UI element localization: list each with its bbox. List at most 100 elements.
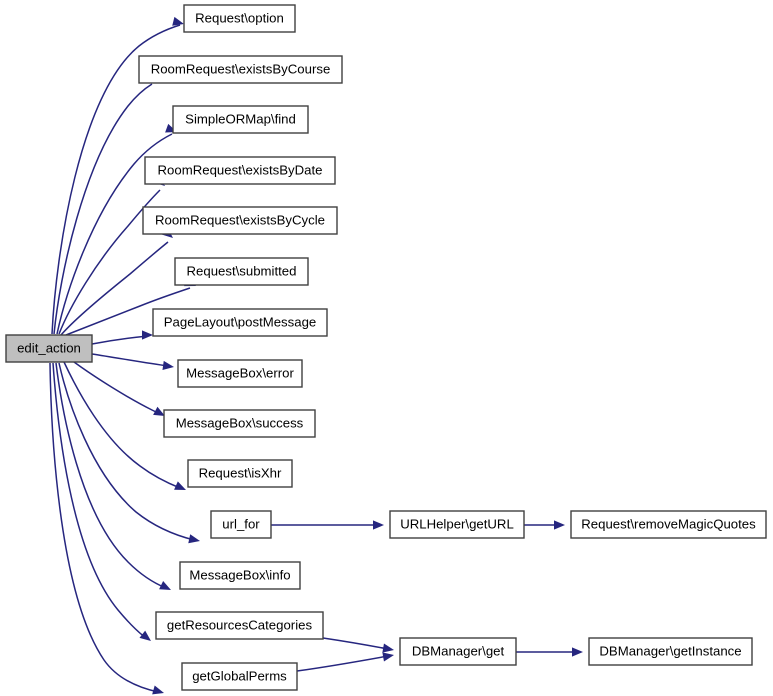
node-pagelayout_postMessage[interactable]: PageLayout\postMessage (152, 308, 328, 337)
node-urlhelper_getURL[interactable]: URLHelper\getURL (389, 510, 525, 539)
node-label: MessageBox\info (189, 567, 290, 582)
edge-url_for-to-urlhelper_getURL (271, 520, 384, 530)
node-label: Request\submitted (187, 263, 297, 278)
edge-line (55, 362, 167, 589)
edge-getGlobalPerms-to-dbmanager_get (296, 652, 394, 672)
node-box[interactable] (138, 55, 343, 84)
edge-edit_action-to-request_option (51, 16, 184, 335)
node-label: Request\option (195, 10, 284, 25)
node-messagebox_error[interactable]: MessageBox\error (177, 359, 303, 388)
arrowhead-icon (162, 360, 174, 371)
node-label: getResourcesCategories (167, 617, 313, 632)
node-request_submitted[interactable]: Request\submitted (174, 257, 309, 286)
edge-line (58, 189, 161, 335)
node-box[interactable] (399, 637, 517, 666)
edge-line (58, 362, 195, 541)
node-label: RoomRequest\existsByCourse (151, 61, 331, 76)
node-getResourcesCategories[interactable]: getResourcesCategories (155, 611, 324, 640)
edge-edit_action-to-messagebox_info (55, 362, 171, 590)
node-getGlobalPerms[interactable]: getGlobalPerms (181, 662, 298, 691)
node-box[interactable] (144, 156, 336, 185)
arrowhead-icon (159, 581, 171, 590)
node-messagebox_info[interactable]: MessageBox\info (179, 561, 301, 590)
node-request_removeMagicQuotes[interactable]: Request\removeMagicQuotes (570, 510, 767, 539)
arrowhead-icon (188, 534, 200, 544)
node-box[interactable] (187, 459, 293, 488)
node-box[interactable] (181, 662, 298, 691)
node-messagebox_success[interactable]: MessageBox\success (163, 409, 316, 438)
node-label: MessageBox\error (186, 365, 294, 380)
node-label: getGlobalPerms (192, 668, 287, 683)
node-box[interactable] (177, 359, 303, 388)
arrowhead-icon (172, 16, 184, 26)
node-box[interactable] (174, 257, 309, 286)
edge-edit_action-to-messagebox_error (91, 353, 174, 371)
arrowhead-icon (373, 520, 384, 530)
edge-line (52, 362, 147, 639)
node-box[interactable] (389, 510, 525, 539)
node-box[interactable] (5, 334, 93, 363)
edge-line (296, 655, 389, 672)
node-request_option[interactable]: Request\option (183, 4, 296, 33)
edge-edit_action-to-getGlobalPerms (49, 362, 164, 695)
edge-line (56, 133, 173, 335)
node-request_isXhr[interactable]: Request\isXhr (187, 459, 293, 488)
edge-line (91, 335, 149, 345)
node-dbmanager_getInstance[interactable]: DBManager\getInstance (588, 637, 753, 666)
node-rr_existsByCycle[interactable]: RoomRequest\existsByCycle (142, 206, 338, 235)
edge-urlhelper_getURL-to-request_removeMagicQuotes (524, 520, 565, 530)
edge-edit_action-to-url_for (58, 362, 200, 544)
node-label: RoomRequest\existsByDate (158, 162, 323, 177)
arrowhead-icon (554, 520, 565, 530)
node-label: SimpleORMap\find (185, 111, 296, 126)
node-label: PageLayout\postMessage (164, 314, 317, 329)
edge-line (60, 241, 169, 336)
node-url_for[interactable]: url_for (210, 510, 272, 539)
edge-getResourcesCategories-to-dbmanager_get (322, 637, 394, 653)
arrowhead-icon (153, 406, 165, 416)
node-box[interactable] (570, 510, 767, 539)
node-box[interactable] (142, 206, 338, 235)
node-box[interactable] (588, 637, 753, 666)
node-box[interactable] (163, 409, 316, 438)
edge-dbmanager_get-to-dbmanager_getInstance (516, 647, 583, 657)
node-label: url_for (222, 516, 260, 531)
node-edit_action[interactable]: edit_action (5, 334, 93, 363)
arrowhead-icon (382, 643, 394, 653)
node-box[interactable] (155, 611, 324, 640)
node-rr_existsByCourse[interactable]: RoomRequest\existsByCourse (138, 55, 343, 84)
node-dbmanager_get[interactable]: DBManager\get (399, 637, 517, 666)
edge-line (49, 362, 159, 693)
edge-line (63, 361, 181, 489)
arrowhead-icon (572, 647, 583, 657)
arrowhead-icon (142, 330, 153, 340)
node-box[interactable] (179, 561, 301, 590)
node-simpleormap_find[interactable]: SimpleORMap\find (172, 105, 309, 134)
node-label: MessageBox\success (176, 415, 304, 430)
node-box[interactable] (183, 4, 296, 33)
arrowhead-icon (139, 630, 151, 641)
edge-edit_action-to-pagelayout_postMessage (91, 330, 153, 345)
edge-line (53, 83, 153, 335)
arrowhead-icon (174, 481, 186, 490)
edge-line (322, 637, 389, 650)
node-label: RoomRequest\existsByCycle (155, 212, 325, 227)
edge-edit_action-to-messagebox_success (73, 361, 165, 416)
edge-line (91, 353, 169, 367)
arrowhead-icon (152, 685, 164, 695)
node-rr_existsByDate[interactable]: RoomRequest\existsByDate (144, 156, 336, 185)
edge-line (65, 287, 191, 336)
node-label: Request\isXhr (199, 465, 282, 480)
node-label: Request\removeMagicQuotes (581, 516, 756, 531)
edges-layer (49, 16, 583, 695)
nodes-layer: edit_action Request\optionRoomRequest\exi… (5, 4, 767, 691)
node-label: DBManager\get (412, 643, 505, 658)
edge-line (51, 24, 181, 335)
node-box[interactable] (152, 308, 328, 337)
node-label: DBManager\getInstance (599, 643, 741, 658)
node-label: edit_action (17, 340, 81, 355)
node-box[interactable] (210, 510, 272, 539)
node-box[interactable] (172, 105, 309, 134)
